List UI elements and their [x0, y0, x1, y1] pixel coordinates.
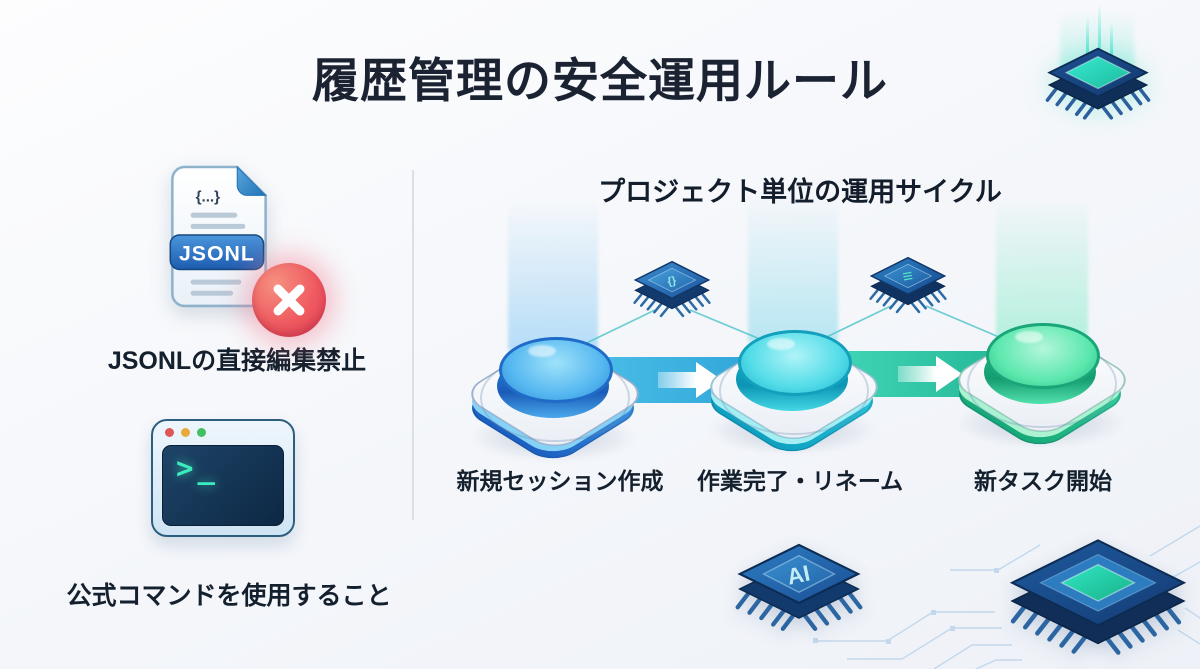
braces-glyph: {}: [667, 275, 678, 288]
step-label-new-session: 新規セッション作成: [456, 468, 664, 494]
ai-chip-icon: AI: [735, 543, 863, 631]
light-streak: [1098, 4, 1101, 56]
step-label-rename: 作業完了・リネーム: [696, 468, 904, 494]
yellow-dot-icon: [181, 428, 190, 437]
prohibited-icon: [252, 263, 326, 337]
red-dot-icon: [165, 428, 174, 437]
prompt-glyph: >_: [176, 451, 219, 485]
arrow-bar: [658, 372, 696, 388]
page-title: 履歴管理の安全運用ルール: [312, 54, 888, 107]
ai-chip-label: AI: [785, 561, 812, 590]
button-highlight: [767, 338, 795, 350]
section-divider: [412, 170, 414, 520]
button-highlight: [528, 345, 556, 357]
jsonl-badge-label: JSONL: [179, 241, 255, 265]
light-streak: [1110, 22, 1113, 56]
button-highlight: [1015, 331, 1043, 343]
code-braces-glyph: {...}: [196, 189, 221, 206]
decor-chip-icon: [1045, 47, 1151, 120]
button-cap: [499, 337, 613, 403]
green-dot-icon: [197, 428, 206, 437]
step-button-rename: [697, 305, 891, 465]
window-control-dots: [165, 428, 206, 437]
button-cap: [986, 323, 1100, 389]
code-chip-icon: {}: [633, 260, 711, 318]
step-button-new-task: [945, 298, 1139, 458]
step-label-new-task: 新タスク開始: [974, 468, 1112, 494]
decor-chip-icon: [1009, 539, 1187, 655]
list-chip-icon: ≡: [869, 256, 947, 314]
light-beam: [996, 198, 1088, 340]
list-lines-glyph: ≡: [901, 265, 915, 286]
terminal-screen: >_: [162, 445, 284, 526]
step-button-new-session: [458, 312, 652, 472]
terminal-icon: >_: [151, 419, 295, 537]
arrow-bar: [898, 366, 936, 382]
rule-command-label: 公式コマンドを使用すること: [66, 582, 392, 610]
rule-jsonl-label: JSONLの直接編集禁止: [107, 347, 367, 375]
button-cap: [738, 330, 852, 396]
light-streak: [1086, 16, 1089, 54]
